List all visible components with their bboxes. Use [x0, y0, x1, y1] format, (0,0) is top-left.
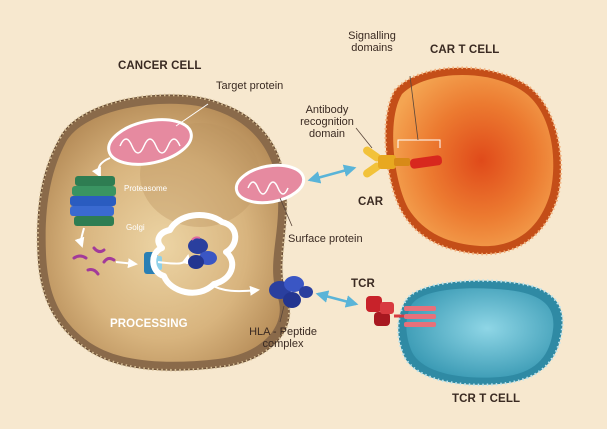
processing-label: PROCESSING	[110, 318, 188, 330]
cancer-cell-membrane-dots	[36, 93, 291, 372]
signalling-domains-label: Signalling domains	[332, 30, 412, 54]
target-protein	[107, 103, 209, 166]
tcr-t-cell-title: TCR T CELL	[452, 393, 521, 405]
car-receptor	[355, 127, 443, 178]
tcr-receptor	[366, 296, 436, 327]
car-t-cell-cytoplasm	[393, 74, 554, 247]
antibody-line-3: domain	[308, 128, 346, 140]
golgi-icon	[150, 212, 239, 296]
hla-line-2: complex	[262, 338, 304, 350]
car-t-cell-title: CAR T CELL	[430, 44, 500, 56]
cancer-cell-title: CANCER CELL	[118, 60, 202, 72]
tcr-label: TCR	[351, 278, 375, 290]
proteasome-label: Proteasome	[124, 184, 168, 193]
signalling-line-2: domains	[351, 42, 393, 54]
antibody-line-2: recognition	[300, 116, 354, 128]
car-t-cell	[384, 66, 563, 256]
target-protein-label: Target protein	[216, 80, 284, 92]
antibody-line-1: Antibody	[305, 104, 349, 116]
peptide-fragments	[72, 246, 116, 276]
proteasome-icon	[70, 176, 116, 226]
hla-peptide-complex-inner	[188, 236, 217, 269]
hla-line-1: HLA - Peptide	[249, 326, 317, 338]
surface-protein	[234, 163, 306, 227]
car-label: CAR	[358, 196, 384, 208]
tcr-t-cell-cytoplasm	[406, 288, 554, 378]
binding-arrow-car	[307, 164, 357, 184]
hla-peptide-complex	[269, 276, 313, 323]
tcr-t-cell	[397, 279, 564, 387]
golgi-label: Golgi	[126, 223, 145, 232]
binding-arrow-tcr	[315, 290, 359, 308]
signalling-line-1: Signalling	[348, 30, 396, 42]
surface-protein-label: Surface protein	[288, 233, 363, 245]
hla-peptide-complex-label: HLA - Peptide complex	[238, 326, 328, 350]
antibody-recognition-domain-label: Antibody recognition domain	[287, 104, 367, 140]
